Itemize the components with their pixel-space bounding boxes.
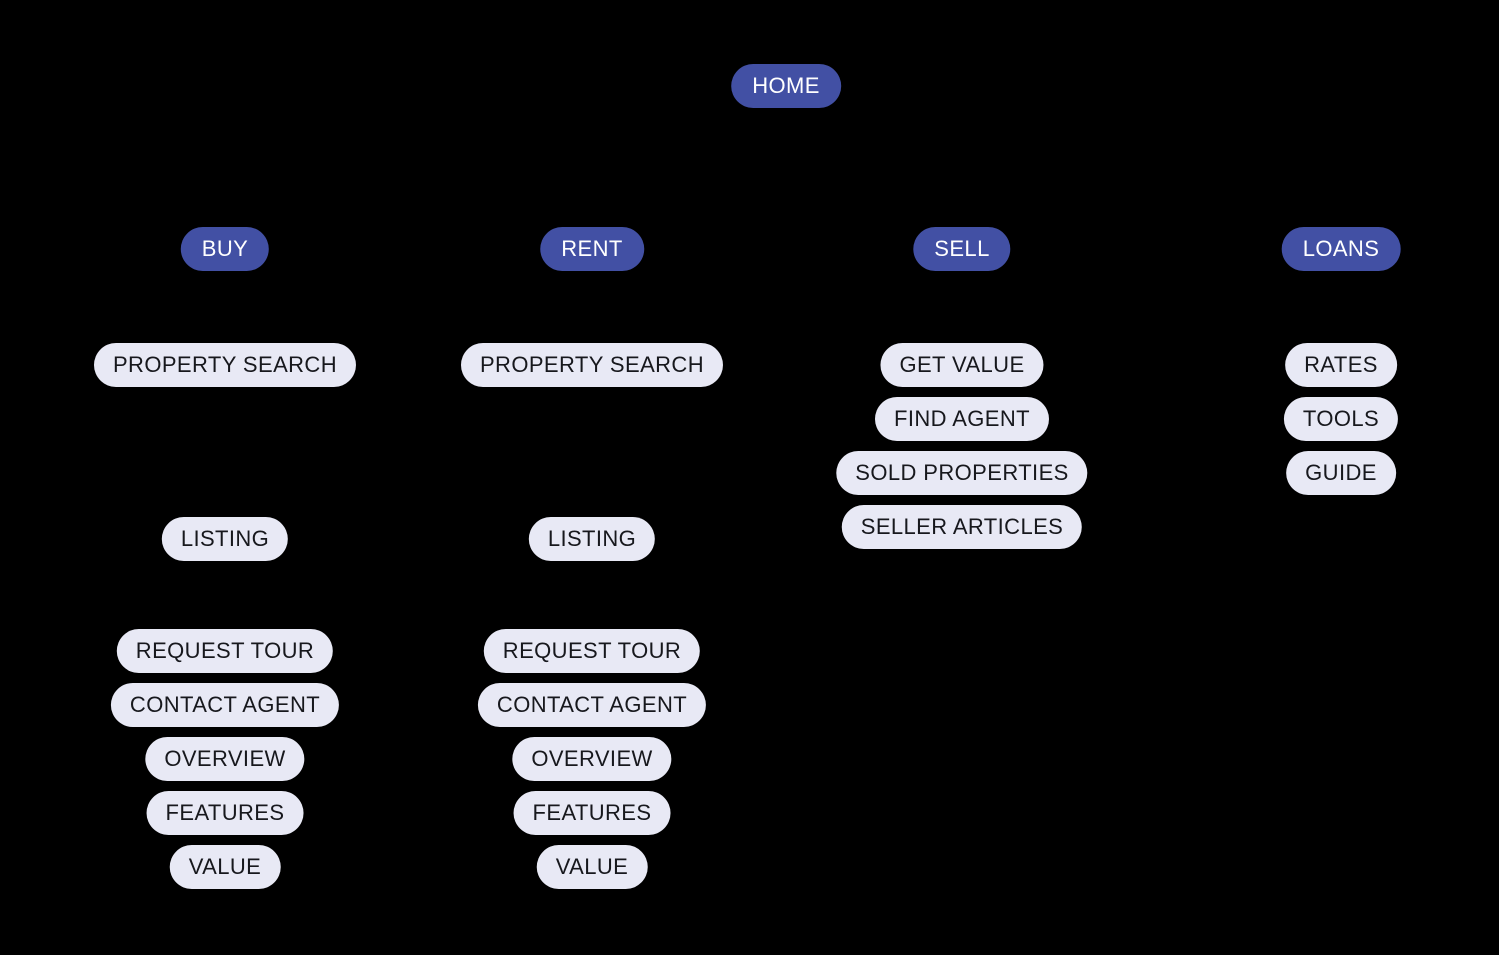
- node-loans-tools: TOOLS: [1283, 397, 1399, 441]
- node-loans: LOANS: [1281, 227, 1401, 271]
- node-rent-features: FEATURES: [513, 791, 671, 835]
- node-sell-get-value: GET VALUE: [880, 343, 1044, 387]
- node-sell-sold-properties: SOLD PROPERTIES: [836, 451, 1088, 495]
- node-buy-value: VALUE: [169, 845, 281, 889]
- node-buy-overview: OVERVIEW: [145, 737, 305, 781]
- node-rent-overview: OVERVIEW: [512, 737, 672, 781]
- node-rent: RENT: [540, 227, 644, 271]
- node-buy-features: FEATURES: [146, 791, 304, 835]
- node-loans-guide: GUIDE: [1286, 451, 1396, 495]
- node-sell-seller-articles: SELLER ARTICLES: [841, 505, 1083, 549]
- node-buy-property-search: PROPERTY SEARCH: [93, 343, 357, 387]
- node-home: HOME: [731, 64, 841, 108]
- node-buy: BUY: [180, 227, 270, 271]
- node-rent-contact-agent: CONTACT AGENT: [477, 683, 707, 727]
- node-rent-request-tour: REQUEST TOUR: [483, 629, 701, 673]
- node-sell-find-agent: FIND AGENT: [874, 397, 1050, 441]
- node-rent-property-search: PROPERTY SEARCH: [460, 343, 724, 387]
- node-buy-contact-agent: CONTACT AGENT: [110, 683, 340, 727]
- node-buy-listing: LISTING: [161, 517, 289, 561]
- node-buy-request-tour: REQUEST TOUR: [116, 629, 334, 673]
- node-rent-value: VALUE: [536, 845, 648, 889]
- node-rent-listing: LISTING: [528, 517, 656, 561]
- node-loans-rates: RATES: [1285, 343, 1397, 387]
- node-sell: SELL: [913, 227, 1011, 271]
